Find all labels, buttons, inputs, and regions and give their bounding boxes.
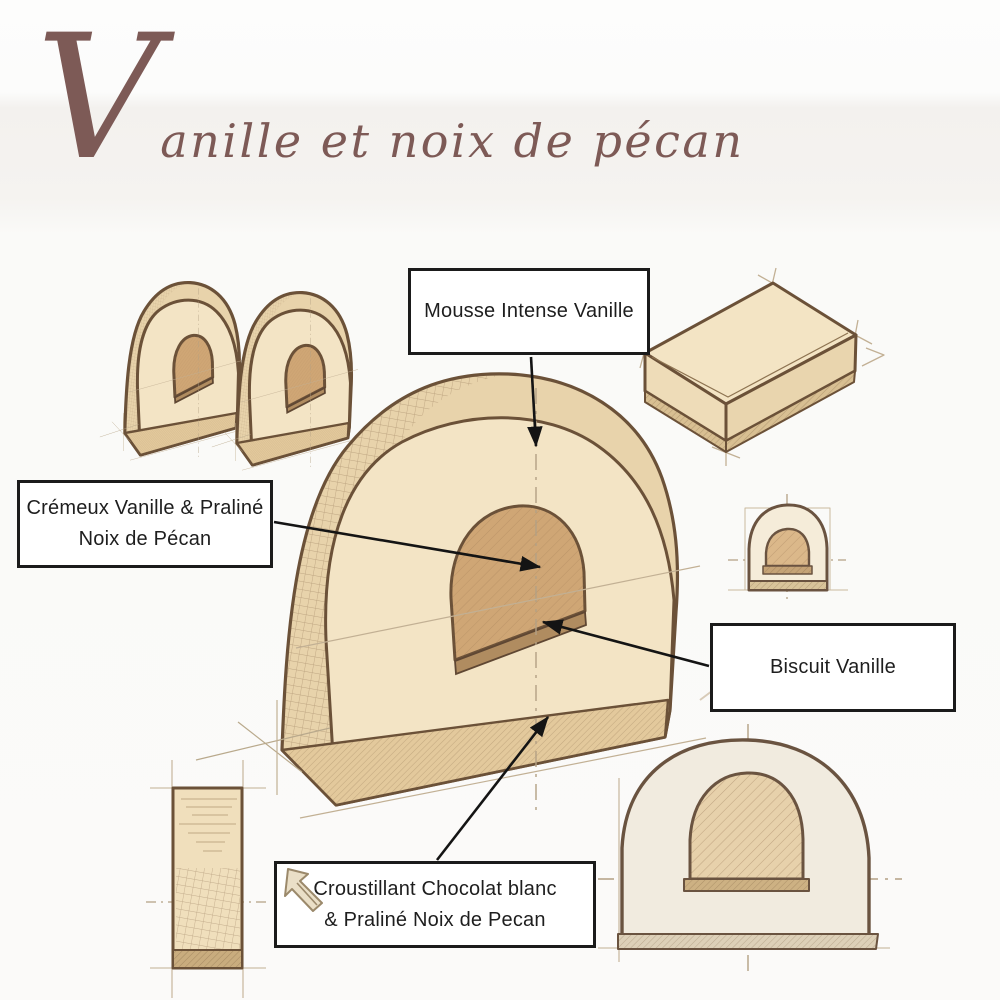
sketch-front-view-small — [728, 494, 848, 604]
label-text-line1: Croustillant Chocolat blanc — [313, 877, 557, 900]
leader-arrow-cremeux — [273, 520, 542, 572]
label-text-line1: Crémeux Vanille & Praliné — [26, 497, 264, 519]
label-text: Mousse Intense Vanille — [424, 300, 634, 322]
sketch-front-view-dome — [598, 724, 902, 978]
label-text-line2: & Praliné Noix de Pecan — [324, 908, 546, 931]
label-mousse-intense-vanille: Mousse Intense Vanille — [408, 268, 650, 355]
label-biscuit-vanille: Biscuit Vanille — [710, 623, 956, 712]
label-text: Biscuit Vanille — [769, 656, 897, 678]
leader-arrow-mousse — [527, 356, 543, 448]
rect-sketch-lines — [179, 798, 237, 852]
leader-arrow-biscuit — [541, 619, 710, 668]
slab-sketch-line — [651, 332, 849, 398]
arrow-up-left-icon — [284, 868, 323, 912]
label-text-line2: Noix de Pécan — [78, 528, 212, 550]
label-croustillant-chocolat-blanc: Croustillant Chocolat blanc & Praliné No… — [274, 861, 596, 948]
sketch-side-view-rect — [146, 760, 268, 998]
label-cremeux-vanille-praline: Crémeux Vanille & Praliné Noix de Pécan — [17, 480, 273, 568]
leader-arrow-croustillant — [435, 715, 550, 861]
sketch-biscuit-slab — [629, 267, 885, 466]
rect-crosshatch — [176, 868, 240, 950]
